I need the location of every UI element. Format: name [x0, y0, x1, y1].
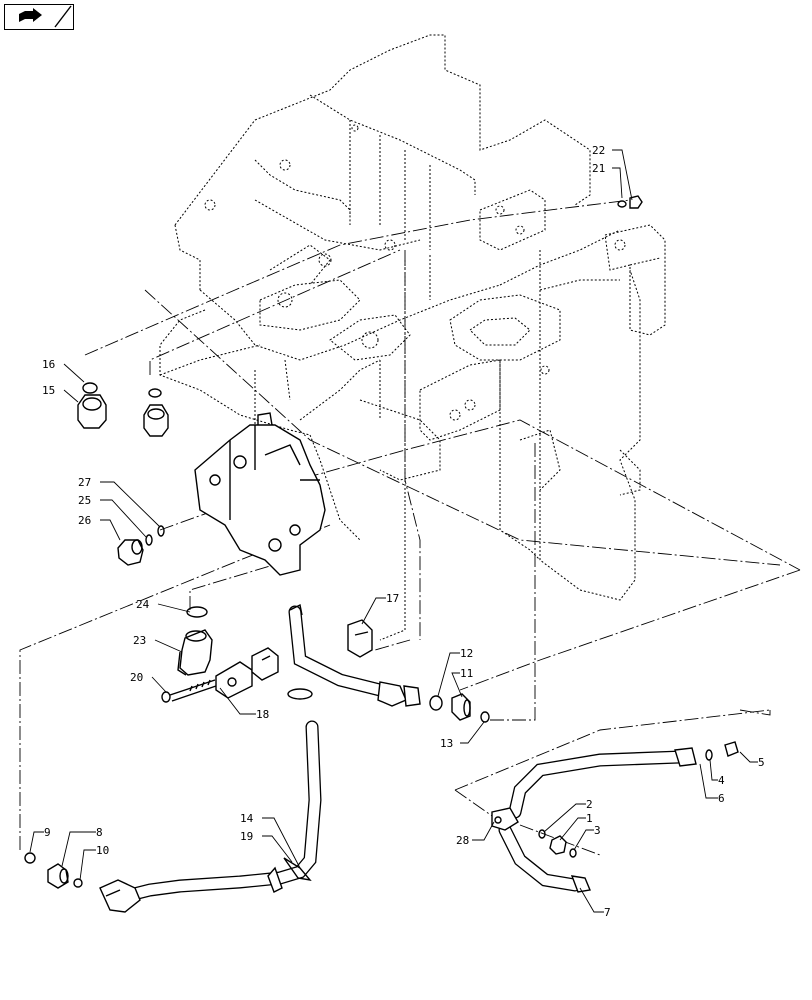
- fitting-11: [451, 693, 471, 721]
- callout-16: 16: [42, 358, 55, 371]
- hose-right: [498, 741, 739, 893]
- o-ring-2: [538, 829, 546, 839]
- callout-27: 27: [78, 476, 91, 489]
- callout-19: 19: [240, 830, 253, 843]
- o-ring-12: [429, 695, 443, 711]
- clip-19: [283, 857, 312, 882]
- fitting-26: [117, 539, 144, 566]
- callout-leaders: [29, 149, 758, 913]
- callout-8: 8: [96, 826, 103, 839]
- o-ring-25: [145, 534, 153, 546]
- callout-15: 15: [42, 384, 55, 397]
- callout-5: 5: [758, 756, 765, 769]
- callout-11: 11: [460, 667, 473, 680]
- callout-4: 4: [718, 774, 725, 787]
- fitting-8: [47, 863, 69, 889]
- callout-22: 22: [592, 144, 605, 157]
- nut-15: [77, 394, 107, 429]
- o-ring-24: [186, 606, 208, 618]
- washer-21: [617, 200, 627, 208]
- callout-14: 14: [240, 812, 254, 825]
- chassis-frame: [159, 34, 641, 641]
- callout-23: 23: [133, 634, 146, 647]
- elbow-fitting-23: [177, 629, 213, 676]
- hose-upper: [288, 603, 421, 707]
- callout-labels: 22 21 16 15 27 25 26 24 23 20 18 17 12 1…: [42, 144, 765, 919]
- back-arrow-icon[interactable]: [4, 4, 74, 30]
- callout-17: 17: [386, 592, 399, 605]
- callout-3: 3: [594, 824, 601, 837]
- o-ring-27: [157, 525, 165, 537]
- callout-2: 2: [586, 798, 593, 811]
- callout-24: 24: [136, 598, 150, 611]
- fitting-1: [549, 835, 567, 855]
- steering-cylinder: [604, 224, 666, 336]
- o-ring-13: [480, 711, 490, 723]
- clamp-28: [491, 807, 519, 831]
- o-ring-16b: [148, 388, 162, 398]
- callout-7: 7: [604, 906, 611, 919]
- clip-ring: [287, 688, 313, 700]
- callout-18: 18: [256, 708, 269, 721]
- callout-12: 12: [460, 647, 473, 660]
- valve-block: [194, 412, 326, 576]
- clamp-17: [347, 619, 373, 658]
- o-ring-3: [569, 848, 577, 858]
- callout-21: 21: [592, 162, 605, 175]
- clamp-plate-18: [215, 661, 253, 699]
- callout-25: 25: [78, 494, 91, 507]
- callout-20: 20: [130, 671, 143, 684]
- o-ring-10: [73, 878, 83, 888]
- o-ring-16: [82, 382, 98, 394]
- callout-10: 10: [96, 844, 109, 857]
- nut-15b: [143, 404, 169, 437]
- callout-13: 13: [440, 737, 453, 750]
- clamp-block: [251, 647, 279, 681]
- hose-lower: [99, 720, 322, 913]
- callout-26: 26: [78, 514, 91, 527]
- callout-28: 28: [456, 834, 469, 847]
- bolt-22: [629, 195, 643, 209]
- callout-9: 9: [44, 826, 51, 839]
- callout-6: 6: [718, 792, 725, 805]
- bolt-20: [161, 679, 217, 703]
- o-ring-9: [24, 852, 36, 864]
- callout-1: 1: [586, 812, 593, 825]
